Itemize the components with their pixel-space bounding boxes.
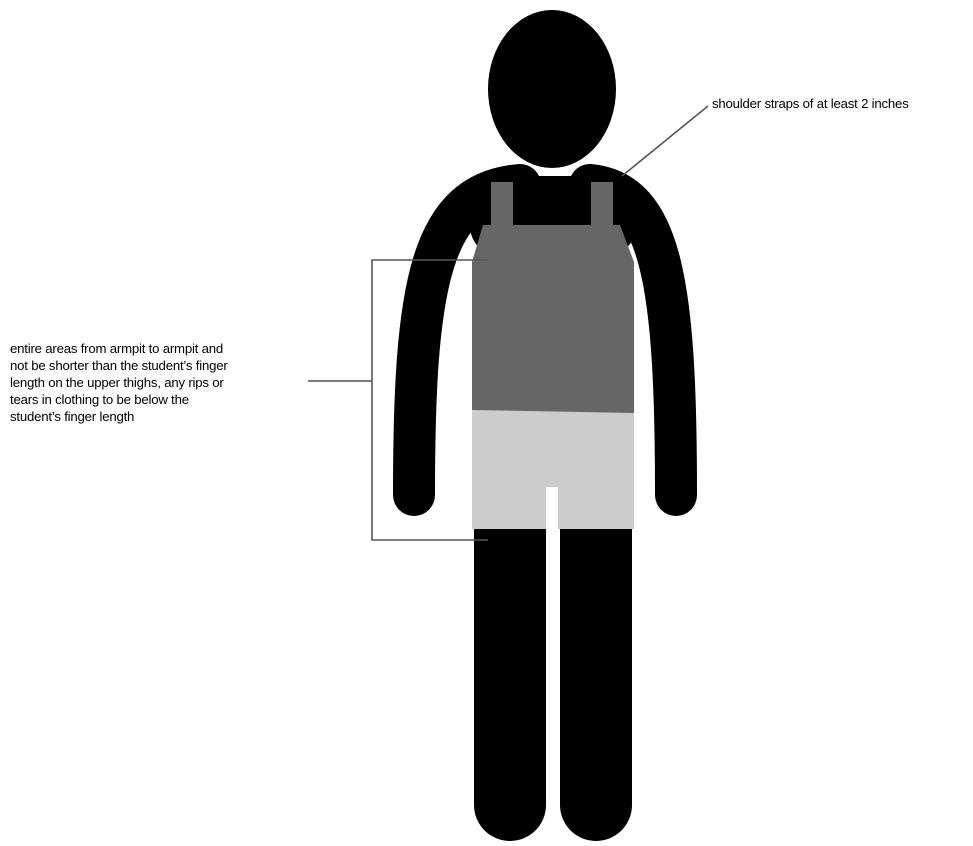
coverage-annotation-line: length on the upper thighs, any rips or (10, 374, 310, 391)
strap-leader-line (622, 106, 708, 176)
coverage-annotation-line: entire areas from armpit to armpit and (10, 340, 310, 357)
shoulder-strap-annotation: shoulder straps of at least 2 inches (712, 95, 909, 112)
coverage-annotation-line: not be shorter than the student’s finger (10, 357, 310, 374)
right-leg (560, 520, 632, 841)
left-shoulder-strap (491, 182, 513, 230)
shorts (472, 410, 634, 529)
coverage-annotation: entire areas from armpit to armpit and n… (10, 340, 310, 425)
left-leg (474, 520, 546, 841)
tank-top (472, 225, 634, 413)
coverage-annotation-line: tears in clothing to be below the (10, 391, 310, 408)
coverage-annotation-line: student’s finger length (10, 408, 310, 425)
head (488, 10, 616, 168)
right-shoulder-strap (591, 182, 613, 230)
